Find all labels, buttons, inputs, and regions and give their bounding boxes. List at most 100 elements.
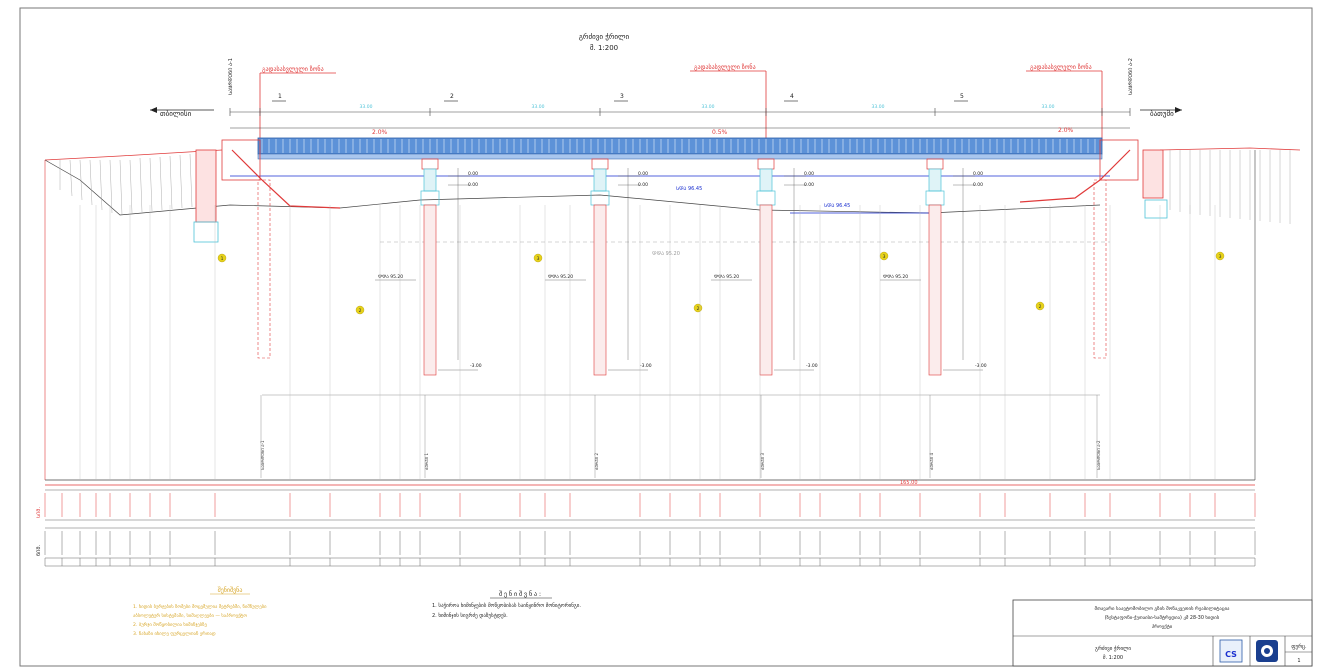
direction-right-arrowhead: [1175, 107, 1182, 113]
zone-label-left: გადასასვლელი ზონა: [262, 66, 324, 73]
project-line-1: მთავარი საავტომობილო გზის მონაკვეთის რეა…: [1095, 605, 1231, 612]
table-row-label-2: ᲜᲘᲨ.: [36, 544, 42, 556]
pier-cap: [421, 158, 439, 170]
direction-left-label: თბილისი: [160, 110, 192, 118]
pier-ground-level: ᲓᲓᲐ 95.20: [714, 274, 739, 280]
ground-level-label: ᲓᲓᲐ 95.20: [652, 251, 680, 257]
bearing-level-b: 0.00: [973, 182, 983, 188]
pier-cap: [757, 158, 775, 170]
abutment-vertical-label: ᲡᲐᲧᲠᲓᲔᲜᲘ Ა-2: [1096, 440, 1101, 470]
bridge-deck-beam: [257, 153, 1103, 160]
span-label: 4: [790, 93, 794, 100]
top-span-dim: 33.00: [702, 104, 715, 110]
pier-cap: [926, 158, 944, 170]
top-span-dim: 33.00: [1042, 104, 1055, 110]
notes-center-line-1: 1. საჭიროა ხიმინჯების მოწყობისას საინჟინ…: [432, 602, 581, 609]
embankment-hatch-left: [59, 151, 213, 216]
drawing-scale: მ. 1:200: [590, 44, 618, 52]
top-span-dim: 33.00: [872, 104, 885, 110]
sheet-frame: [19, 7, 1313, 667]
abutment-right: [1019, 139, 1168, 359]
pier-cap: [591, 158, 609, 170]
notes-left: შენიშვნა 1. ხიდის ბურჯების ზომები მოცემუ…: [133, 587, 267, 637]
pier-vertical-label: ᲑᲣᲠᲯᲘ 4: [929, 452, 934, 470]
notes-center-line-2: 2. ხიმინჯის სიგრძე დაზუსტდეს.: [432, 612, 508, 619]
deck-ribs: [261, 139, 1096, 153]
sheet-title: გრძივი ჭრილი: [1095, 645, 1131, 652]
notes-center-heading: შ ე ნ ი შ ვ ნ ა :: [499, 591, 541, 598]
zone-labels: გადასასვლელი ზონა გადასასვლელი ზონა გადა…: [259, 64, 1103, 142]
table-row-label-1: ᲡᲘᲛ.: [36, 507, 42, 518]
pile-cap: [420, 190, 440, 206]
emblem-icon-core: [1264, 648, 1270, 654]
company-logo: [1219, 639, 1243, 663]
abutment-vertical-label: ᲡᲐᲧᲠᲓᲔᲜᲘ Ა-1: [260, 440, 265, 470]
soil-layer-marker: [1215, 251, 1225, 261]
pile-tip-level: -3.00: [806, 363, 818, 369]
soil-layer-number: 3: [1219, 254, 1222, 260]
bearing-level-b: 0.00: [468, 182, 478, 188]
soil-layer-number: 2: [697, 306, 700, 312]
pile-cap: [756, 190, 776, 206]
abutment-left: [193, 139, 341, 359]
top-span-dim: 33.00: [360, 104, 373, 110]
bearing-level-a: 0.00: [638, 171, 648, 177]
notes-center: შ ე ნ ი შ ვ ნ ა : 1. საჭიროა ხიმინჯების …: [432, 591, 581, 619]
abutment-left-label: ᲡᲐᲧᲠᲓᲔᲜᲘ Ა-1: [228, 58, 234, 95]
direction-left-arrowhead: [150, 107, 157, 113]
soil-layer-marker: [355, 305, 365, 315]
pile: [759, 204, 773, 376]
zone-label-right: გადასასვლელი ზონა: [1030, 64, 1092, 71]
span-label: 1: [278, 93, 282, 100]
span-label: 5: [960, 93, 964, 100]
pier-vertical-label: ᲑᲣᲠᲯᲘ 1: [424, 452, 429, 470]
pile: [928, 204, 942, 376]
grade-left: 2.0%: [372, 129, 388, 136]
grade-right: 2.0%: [1058, 127, 1074, 134]
soil-layer-marker: [1035, 301, 1045, 311]
pier-vertical-label: ᲑᲣᲠᲯᲘ 3: [760, 452, 765, 470]
pile-cap: [590, 190, 610, 206]
soil-layer-number: 3: [883, 254, 886, 260]
ground-profile-right: [1159, 147, 1301, 151]
profile-table: ᲡᲘᲛ. ᲜᲘᲨ.: [36, 489, 1256, 567]
top-span-dim: 33.00: [532, 104, 545, 110]
pile-tip-level: -3.00: [470, 363, 482, 369]
pier-column: [759, 168, 773, 192]
pile-cap: [925, 190, 945, 206]
notes-left-line-4: 3. ნახაზი იხილე ფურცელთან ერთად: [133, 630, 216, 637]
pier-column: [593, 168, 607, 192]
sheet-scale: მ. 1:200: [1103, 654, 1123, 661]
notes-left-line-2: აბსოლუტურ სისტემაში, სიმაღლეები — საპროე…: [133, 612, 247, 619]
water-level-label-2: ᲡᲓᲐ 96.45: [824, 203, 850, 209]
direction-right-label: ბათუმი: [1150, 110, 1174, 118]
bridge-deck: [257, 137, 1103, 155]
pile: [423, 204, 437, 376]
ground-profile-left: [44, 149, 223, 161]
notes-left-line-3: 2. ბურჯი მოწყობილია ხიმინჯებზე: [133, 621, 207, 628]
bearing-level-b: 0.00: [804, 182, 814, 188]
pier-vertical-label: ᲑᲣᲠᲯᲘ 2: [594, 452, 599, 470]
soil-layer-number: 2: [359, 308, 362, 314]
zone-label-mid: გადასასვლელი ზონა: [694, 64, 756, 71]
span-label: 2: [450, 93, 454, 100]
pier-column: [423, 168, 437, 192]
soil-layer-number: 1: [221, 256, 224, 262]
project-line-2: (ზესტაფონი-ქუთაისი-სამტრედია) კმ 28-30 ხ…: [1105, 614, 1220, 621]
notes-left-line-1: 1. ხიდის ბურჯების ზომები მოცემულია მეტრე…: [133, 603, 267, 610]
pile-tip-level: -3.00: [640, 363, 652, 369]
bearing-level-a: 0.00: [973, 171, 983, 177]
pile: [593, 204, 607, 376]
bearing-level-b: 0.00: [638, 182, 648, 188]
soil-layer-number: 3: [537, 256, 540, 262]
terrain-line: [44, 159, 1101, 216]
abutment-right-label: ᲡᲐᲧᲠᲓᲔᲜᲘ Ა-2: [1128, 58, 1134, 95]
pier-ground-level: ᲓᲓᲐ 95.20: [883, 274, 908, 280]
soil-layer-marker: [217, 253, 227, 263]
grade-mid: 0.5%: [712, 129, 728, 136]
